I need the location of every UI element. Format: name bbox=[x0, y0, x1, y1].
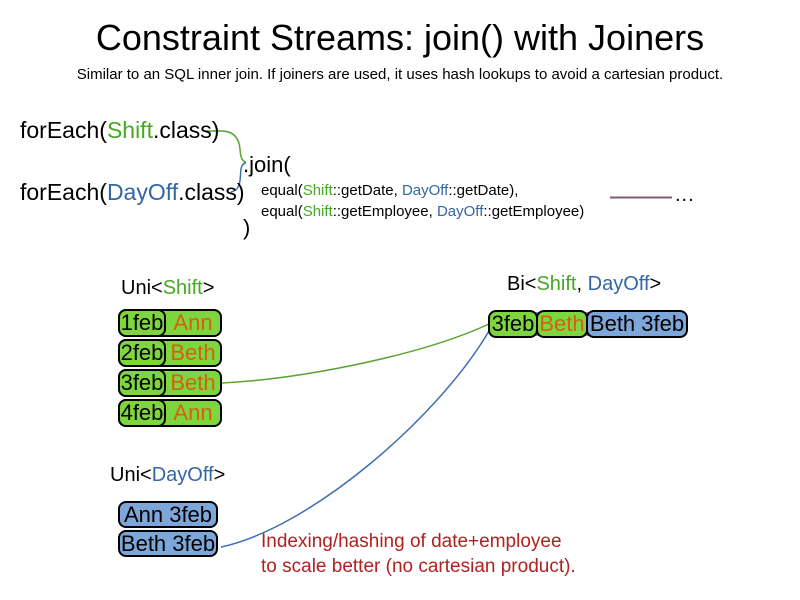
uni-dayoff-label: Uni<DayOff> bbox=[110, 464, 225, 487]
bi-tuple-box: 3feb Beth Beth 3feb bbox=[488, 310, 688, 338]
bi-label-shift: Shift bbox=[536, 273, 577, 295]
foreach-dayoff-suffix: .class) bbox=[178, 179, 245, 205]
bi-label-suffix: > bbox=[649, 273, 662, 295]
more-joiners-ellipsis: ... bbox=[675, 184, 695, 206]
shift-date-cell: 3feb bbox=[118, 369, 166, 397]
joiner-employee-prefix: equal( bbox=[261, 203, 303, 220]
code-joiner-employee: equal(Shift::getEmployee, DayOff::getEmp… bbox=[261, 201, 584, 222]
uni-dayoff-label-suffix: > bbox=[213, 464, 226, 486]
shift-row-2feb-beth: 2feb Beth bbox=[118, 339, 222, 367]
uni-shift-label-suffix: > bbox=[202, 277, 215, 299]
bi-dayoff-cell: Beth 3feb bbox=[586, 310, 688, 338]
shift-row-1feb-ann: 1feb Ann bbox=[118, 309, 222, 337]
foreach-shift-prefix: forEach( bbox=[20, 117, 107, 143]
join-link-green bbox=[221, 323, 490, 384]
indexing-annotation-line2: to scale better (no cartesian product). bbox=[261, 556, 576, 577]
shift-employee-cell: Beth bbox=[170, 370, 216, 395]
shift-employee-cell: Ann bbox=[173, 400, 213, 425]
joiner-date-prefix: equal( bbox=[261, 182, 303, 199]
uni-shift-label-class: Shift bbox=[162, 277, 203, 299]
brace-top-green bbox=[205, 130, 247, 164]
shift-class-token: Shift bbox=[106, 117, 153, 143]
shift-date-cell: 1feb bbox=[118, 309, 166, 337]
indexing-annotation: Indexing/hashing of date+employee to sca… bbox=[261, 529, 576, 579]
shift-row-4feb-ann: 4feb Ann bbox=[118, 399, 222, 427]
uni-shift-label: Uni<Shift> bbox=[121, 277, 214, 300]
bi-shift-employee-cell: Beth bbox=[536, 310, 588, 338]
dayoff-row-ann-3feb: Ann 3feb bbox=[118, 501, 218, 528]
code-foreach-dayoff: forEach(DayOff.class) bbox=[20, 179, 245, 205]
shift-row-3feb-beth: 3feb Beth bbox=[118, 369, 222, 397]
page-title: Constraint Streams: join() with Joiners bbox=[95, 17, 705, 58]
foreach-shift-suffix: .class) bbox=[152, 117, 220, 143]
dayoff-class-token: DayOff bbox=[106, 179, 179, 205]
uni-dayoff-table: Ann 3feb Beth 3feb bbox=[118, 501, 218, 559]
bi-label: Bi<Shift, DayOff> bbox=[507, 273, 661, 296]
join-link-blue bbox=[220, 330, 490, 548]
shift-date-cell: 2feb bbox=[118, 339, 166, 367]
code-join-close: ) bbox=[243, 215, 251, 240]
code-join-open: .join( bbox=[243, 152, 291, 177]
joiner-employee-mid: ::getEmployee, bbox=[332, 203, 437, 220]
indexing-annotation-line1: Indexing/hashing of date+employee bbox=[261, 531, 562, 552]
bi-label-dayoff: DayOff bbox=[587, 273, 650, 295]
bi-shift-date-cell: 3feb bbox=[488, 310, 538, 338]
joiner-employee-shift-token: Shift bbox=[302, 203, 333, 220]
bi-label-comma: , bbox=[576, 273, 588, 295]
joiner-date-mid: ::getDate, bbox=[332, 182, 402, 199]
foreach-dayoff-prefix: forEach( bbox=[20, 179, 107, 205]
brace-bottom-blue bbox=[230, 161, 247, 193]
shift-employee-cell: Beth bbox=[170, 340, 216, 365]
shift-date-cell: 4feb bbox=[118, 399, 166, 427]
uni-dayoff-label-class: DayOff bbox=[151, 464, 214, 486]
code-joiner-date: equal(Shift::getDate, DayOff::getDate), bbox=[261, 180, 518, 201]
uni-shift-table: 1feb Ann 2feb Beth 3feb Beth 4feb Ann bbox=[118, 309, 222, 429]
subtitle: Similar to an SQL inner join. If joiners… bbox=[76, 66, 724, 83]
joiner-date-suffix: ::getDate), bbox=[448, 182, 519, 199]
uni-dayoff-label-prefix: Uni< bbox=[110, 464, 152, 486]
dayoff-row-beth-3feb: Beth 3feb bbox=[118, 530, 218, 557]
shift-employee-cell: Ann bbox=[173, 310, 213, 335]
joiner-employee-dayoff-token: DayOff bbox=[436, 203, 484, 220]
joiner-employee-suffix: ::getEmployee) bbox=[483, 203, 585, 220]
code-foreach-shift: forEach(Shift.class) bbox=[20, 117, 219, 143]
joiner-date-dayoff-token: DayOff bbox=[401, 182, 449, 199]
uni-shift-label-prefix: Uni< bbox=[121, 277, 163, 299]
bi-label-prefix: Bi< bbox=[507, 273, 537, 295]
joiner-date-shift-token: Shift bbox=[302, 182, 333, 199]
